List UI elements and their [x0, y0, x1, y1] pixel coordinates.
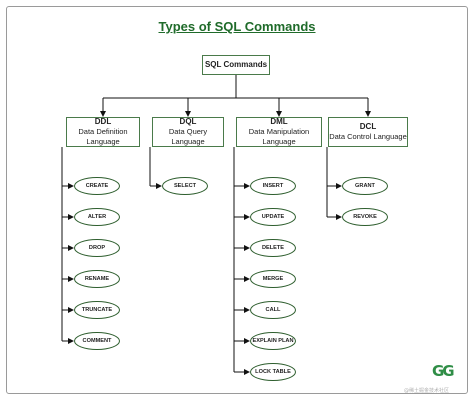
ddl-command-rename: RENAME — [74, 270, 120, 288]
sql-commands-root-box: SQL Commands — [202, 55, 270, 75]
dml-full-name: Data Manipulation Language — [248, 127, 310, 146]
dql-abbr: DQL — [179, 117, 197, 126]
dml-command-call: CALL — [250, 301, 296, 319]
dml-command-insert: INSERT — [250, 177, 296, 195]
ddl-box: DDL Data Definition Language — [66, 117, 140, 147]
dml-command-delete: DELETE — [250, 239, 296, 257]
dcl-command-revoke: REVOKE — [342, 208, 388, 226]
dml-abbr: DML — [270, 117, 288, 126]
ddl-command-alter: ALTER — [74, 208, 120, 226]
dml-command-explain-plan: EXPLAIN PLAN — [250, 332, 296, 350]
ddl-abbr: DDL — [94, 117, 112, 126]
dcl-box: DCL Data Control Language — [328, 117, 408, 147]
dql-full-name: Data Query Language — [168, 127, 208, 146]
dml-box: DML Data Manipulation Language — [236, 117, 322, 147]
dql-command-select: SELECT — [162, 177, 208, 195]
dcl-command-grant: GRANT — [342, 177, 388, 195]
dml-command-merge: MERGE — [250, 270, 296, 288]
ddl-full-name: Data Definition Language — [78, 127, 128, 146]
diagram-title: Types of SQL Commands — [158, 19, 316, 34]
dml-command-update: UPDATE — [250, 208, 296, 226]
gfg-logo-icon: GG — [432, 362, 455, 380]
dql-box: DQL Data Query Language — [152, 117, 224, 147]
watermark: @稀土掘金技术社区 — [404, 388, 450, 394]
dcl-full-name: Data Control Language — [329, 132, 407, 141]
ddl-command-create: CREATE — [74, 177, 120, 195]
dml-command-lock-table: LOCK TABLE — [250, 363, 296, 381]
ddl-command-drop: DROP — [74, 239, 120, 257]
ddl-command-truncate: TRUNCATE — [74, 301, 120, 319]
ddl-command-comment: COMMENT — [74, 332, 120, 350]
dcl-abbr: DCL — [359, 122, 377, 131]
